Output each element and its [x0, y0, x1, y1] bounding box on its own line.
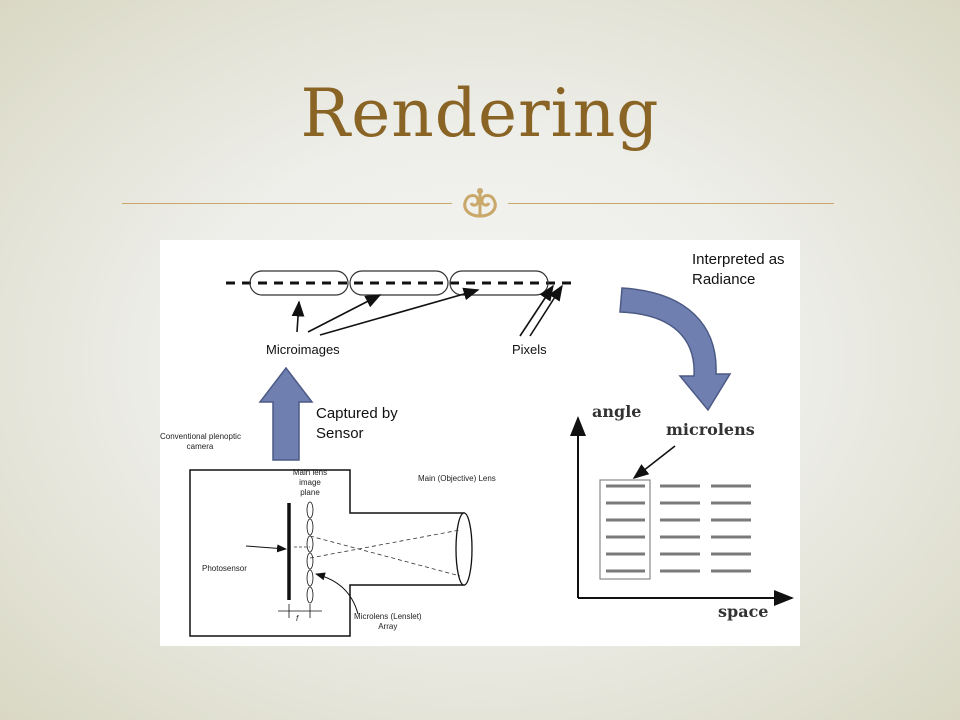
fleuron-icon [463, 188, 497, 218]
interpreted-curved-arrow [619, 287, 732, 412]
microimages-pointer-2 [307, 294, 382, 333]
microlens-3 [306, 535, 314, 553]
conventional-camera-label: Conventional plenoptic camera [160, 432, 241, 452]
microimages-pointer-1 [291, 300, 305, 333]
interpreted-as-label: Interpreted as Radiance [692, 250, 785, 290]
interpreted-as-line-2: Radiance [692, 271, 756, 288]
space-axis-label: space [718, 602, 769, 621]
microlens-pointer [632, 445, 676, 479]
microlens-array-line-1: Microlens (Lenslet) [354, 612, 422, 621]
microlens-array-label: Microlens (Lenslet) Array [354, 612, 422, 632]
main-lens-image-plane-label: Main lens image plane [288, 468, 332, 498]
ray-lower [309, 529, 461, 559]
plenoptic-rendering-figure: Interpreted as Radiance Microimages Pixe… [160, 240, 800, 646]
image-plane-line-3: plane [300, 488, 320, 497]
pixels-pointer-1 [519, 284, 554, 337]
title-divider-right [508, 203, 834, 204]
captured-up-arrow [258, 366, 314, 461]
captured-by-line-2: Sensor [316, 425, 364, 442]
interpreted-as-line-1: Interpreted as [692, 251, 785, 268]
conventional-camera-line-1: Conventional plenoptic [160, 432, 241, 441]
microlens-5 [306, 569, 314, 587]
microimages-label: Microimages [266, 342, 340, 357]
angle-axis-label: angle [592, 402, 642, 421]
conventional-camera-line-2: camera [186, 442, 214, 451]
microlens-array-pointer [315, 572, 359, 615]
image-plane-line-1: Main lens [292, 468, 328, 477]
microlens-2 [306, 518, 314, 536]
title-divider-left [122, 203, 452, 204]
photosensor-pointer [245, 544, 287, 553]
microlens-array-line-2: Array [378, 622, 398, 631]
microlens-6 [306, 586, 314, 604]
pixels-label: Pixels [512, 342, 547, 357]
captured-by-line-1: Captured by [316, 405, 398, 422]
slide-title: Rendering [300, 75, 660, 152]
microlens-label: microlens [666, 420, 755, 439]
microlens-1 [306, 501, 314, 519]
diagram-graphics [189, 270, 794, 637]
microimage-oval-1 [249, 270, 349, 296]
microimage-oval-3 [449, 270, 549, 296]
focal-length-label: f [296, 614, 299, 623]
pixels-pointer-2 [529, 284, 563, 337]
microimage-oval-2 [349, 270, 449, 296]
microimages-pointer-3 [319, 287, 480, 336]
photosensor-label: Photosensor [202, 564, 247, 573]
image-plane-line-2: image [299, 478, 321, 487]
microlens-column-highlight [599, 479, 651, 580]
captured-by-label: Captured by Sensor [316, 404, 398, 444]
ray-grid [606, 484, 751, 573]
microlens-4 [306, 552, 314, 570]
main-objective-lens-label: Main (Objective) Lens [418, 474, 496, 483]
main-lens [455, 512, 473, 586]
ray-upper [309, 535, 461, 577]
